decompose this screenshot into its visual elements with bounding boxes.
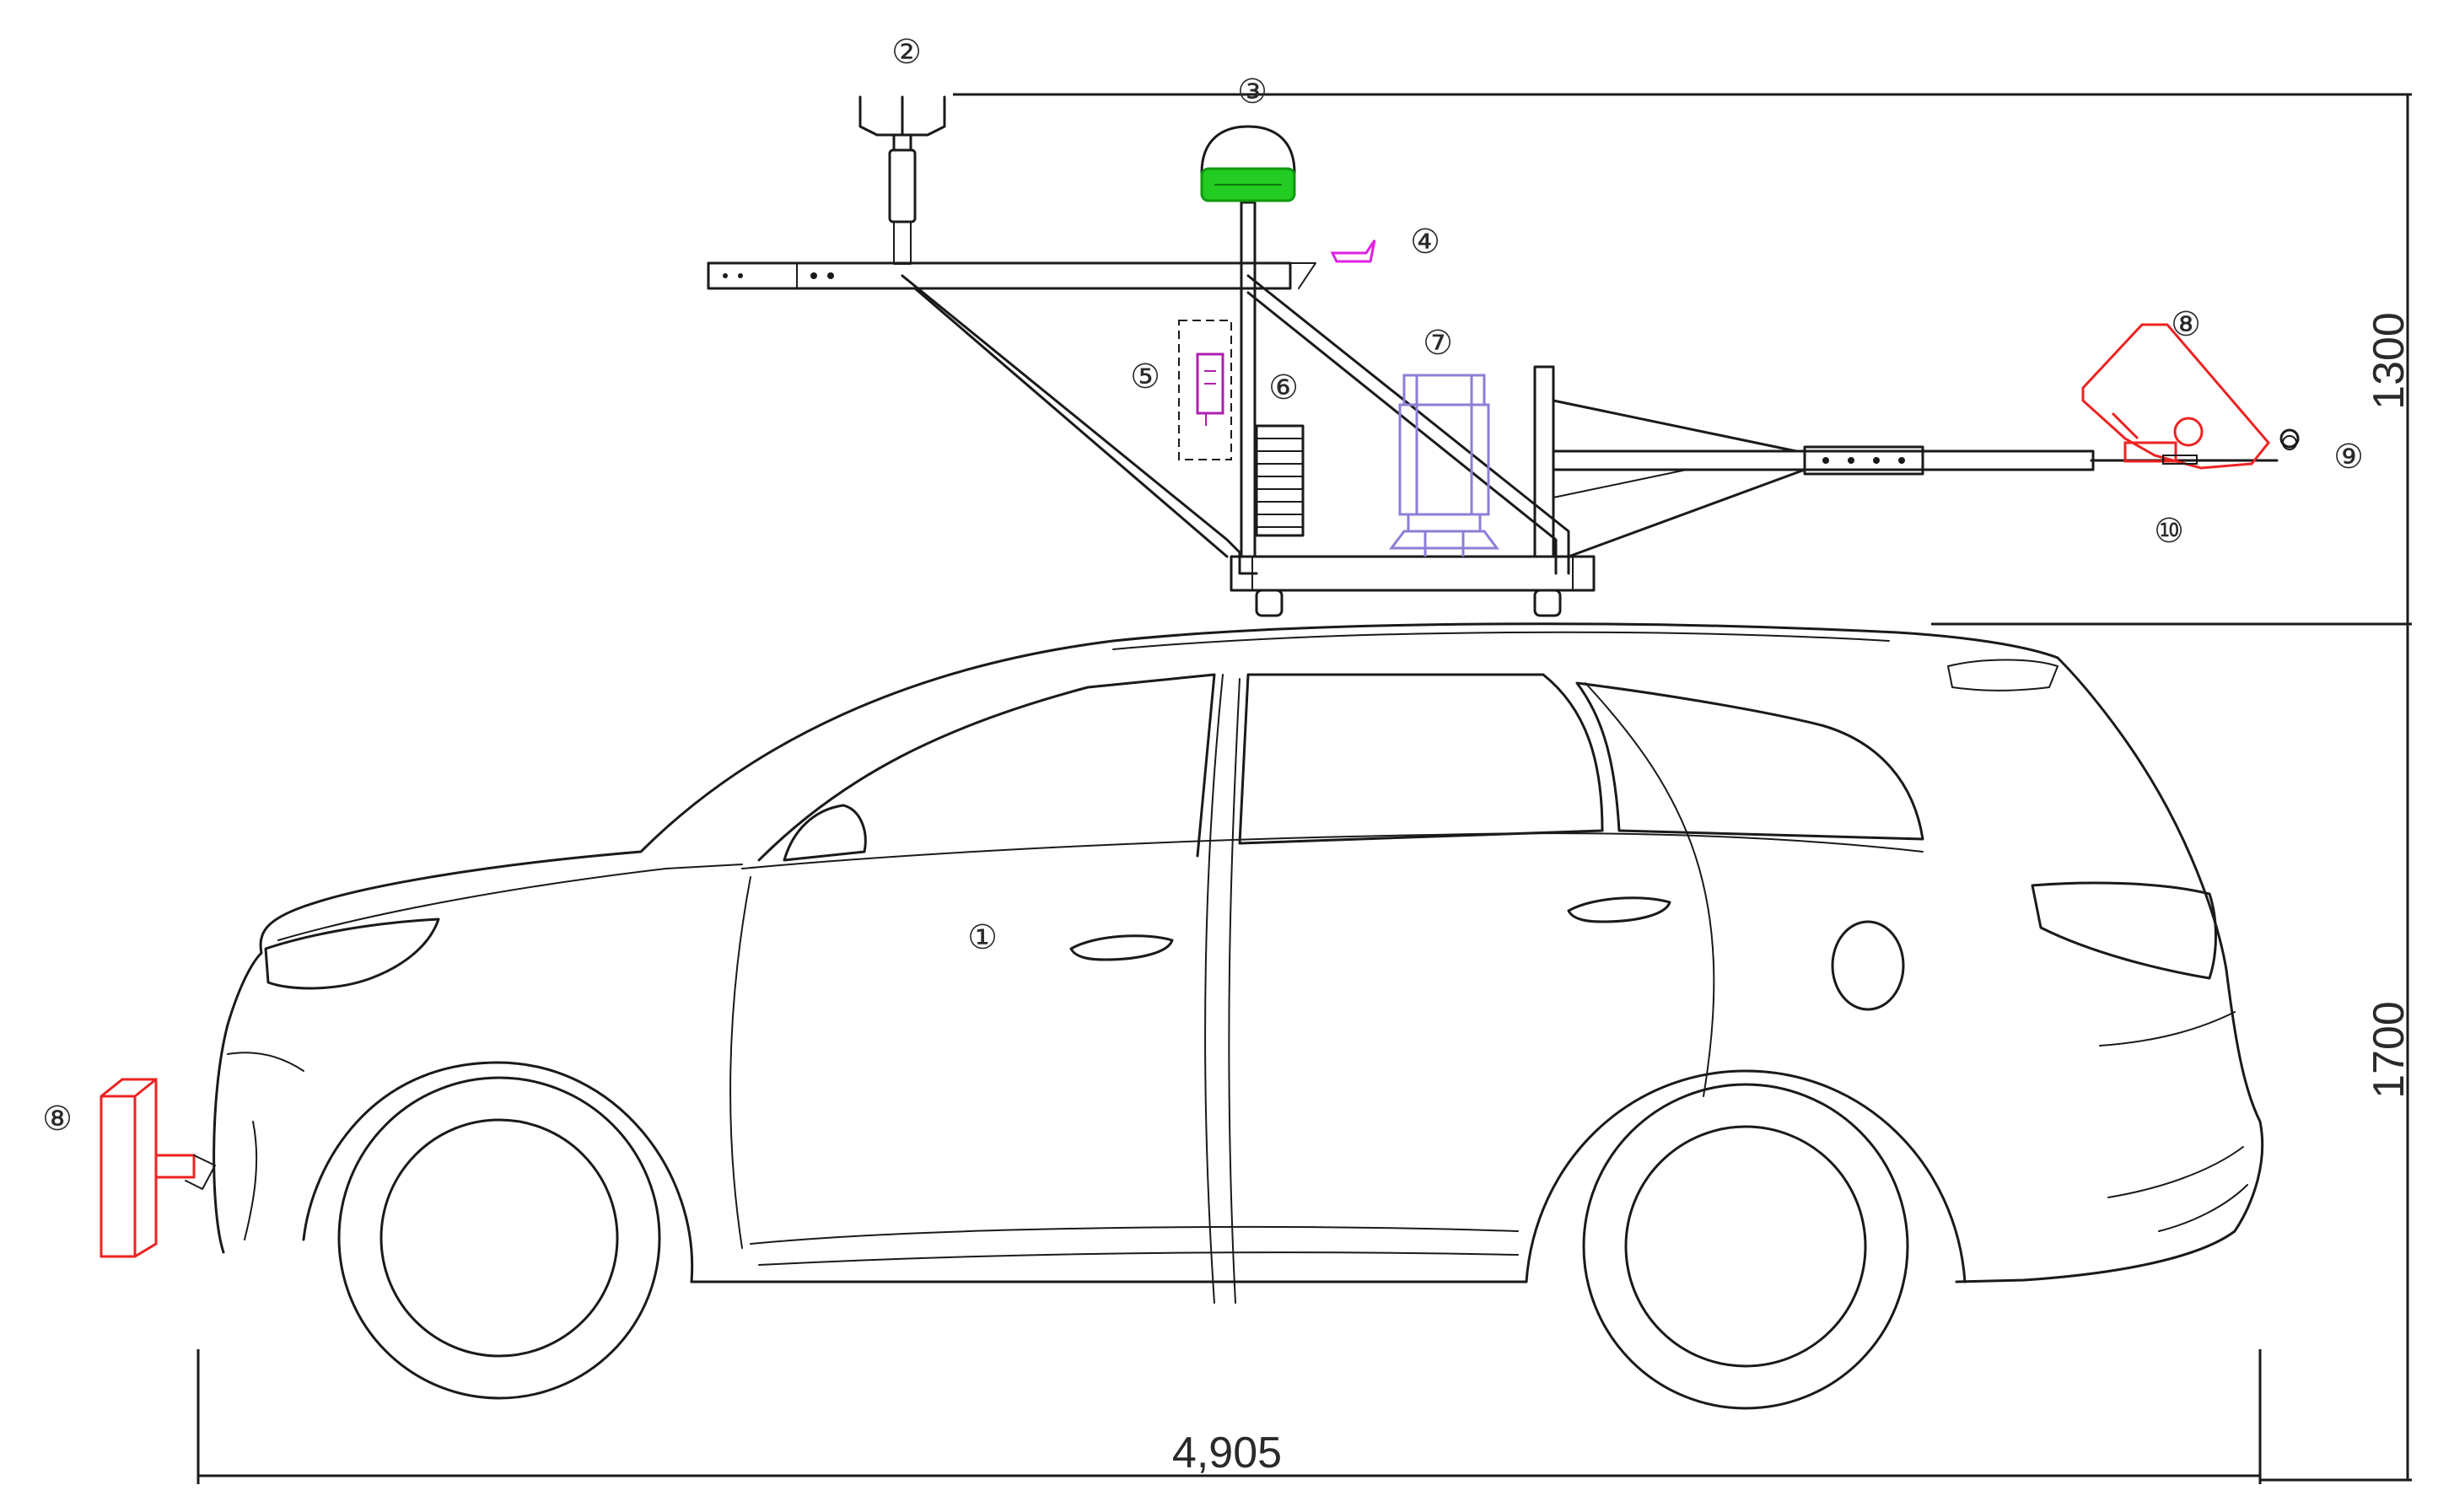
callout-4: ④	[1410, 223, 1440, 261]
callout-7: ⑦	[1423, 325, 1453, 362]
front-wheel	[337, 1076, 661, 1400]
roof-rack-frame	[707, 201, 2297, 617]
rack-height-dimension: 1300	[2365, 312, 2414, 410]
callout-6: ⑥	[1268, 369, 1299, 406]
data-logger-box	[1178, 320, 1232, 460]
dimension-lines	[196, 93, 2412, 1484]
rear-wheel	[1582, 1083, 1909, 1410]
callout-3: ③	[1237, 73, 1267, 110]
front-red-sensor	[100, 1078, 196, 1258]
light-sensor	[2162, 455, 2198, 465]
vehicle-body	[213, 622, 2264, 1304]
callout-2: ②	[891, 34, 922, 71]
gnss-antenna	[1200, 125, 1296, 202]
callout-8-front: ⑧	[42, 1100, 73, 1138]
callout-8-rear: ⑧	[2171, 306, 2201, 343]
air-sampler	[1389, 374, 1499, 557]
callout-1: ①	[967, 919, 998, 956]
callout-5: ⑤	[1130, 358, 1160, 395]
callout-10: ⑩	[2154, 513, 2184, 550]
front-sensor-mount	[185, 1154, 216, 1190]
callout-9: ⑨	[2333, 439, 2364, 476]
rear-red-sensor	[2081, 323, 2270, 470]
boom-end-cap	[2279, 428, 2300, 449]
length-dimension: 4,905	[1172, 1429, 1282, 1477]
vehicle-height-dimension: 1700	[2365, 1001, 2414, 1099]
anemometer	[858, 95, 946, 265]
radiation-shield	[1255, 424, 1305, 537]
pink-sensor	[1330, 239, 1376, 263]
